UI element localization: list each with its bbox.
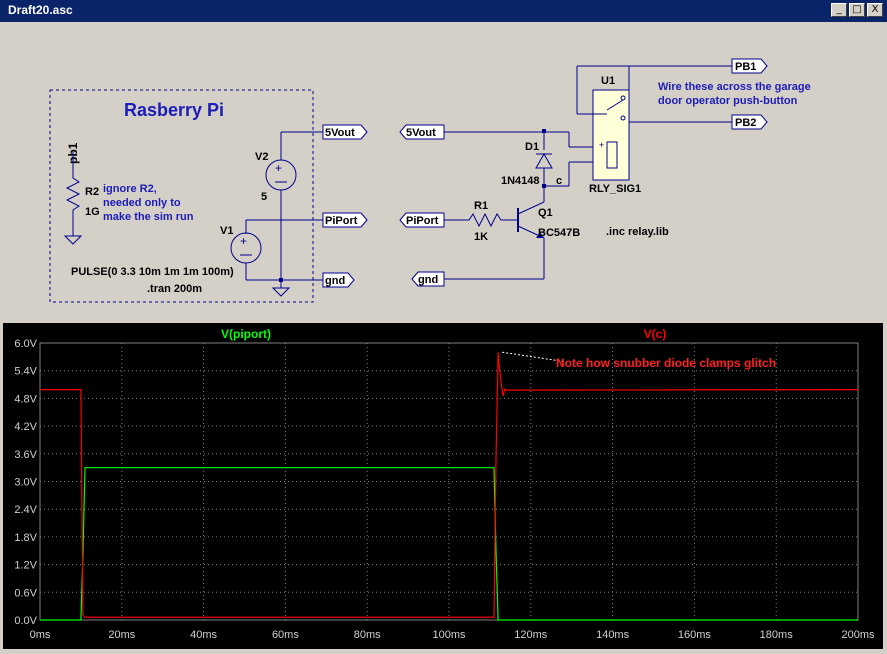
x-tick-label: 0ms <box>30 629 51 641</box>
y-tick-label: 0.0V <box>14 615 37 627</box>
svg-text:+: + <box>240 234 247 248</box>
relay-coil-icon <box>606 141 618 169</box>
x-tick-label: 40ms <box>190 629 217 641</box>
r2-note-line3: make the sim run <box>103 211 194 223</box>
svg-text:+: + <box>599 140 604 150</box>
net-gnd-left-label: gnd <box>325 275 345 287</box>
minimize-button[interactable]: _ <box>831 3 847 17</box>
r1-name: R1 <box>474 200 488 212</box>
inc-directive: .inc relay.lib <box>606 226 669 238</box>
net-piport-left-label: PiPort <box>325 215 358 227</box>
svg-text:+: + <box>275 161 282 175</box>
x-tick-label: 100ms <box>432 629 466 641</box>
x-tick-label: 20ms <box>108 629 135 641</box>
y-tick-label: 1.8V <box>14 532 37 544</box>
node-c-label: c <box>556 175 562 187</box>
y-tick-label: 2.4V <box>14 504 37 516</box>
net-5vout-left-label: 5Vout <box>325 127 355 139</box>
r1-resistor[interactable] <box>465 212 515 228</box>
title-bar[interactable]: Draft20.asc _ □ X <box>0 0 887 22</box>
y-tick-label: 1.2V <box>14 560 37 572</box>
d1-value: 1N4148 <box>501 175 540 187</box>
y-tick-label: 6.0V <box>14 338 37 350</box>
y-tick-label: 3.6V <box>14 449 37 461</box>
d1-diode[interactable] <box>535 152 553 169</box>
x-tick-label: 180ms <box>760 629 794 641</box>
r2-note-line2: needed only to <box>103 197 181 209</box>
relay-note-line1: Wire these across the garage <box>658 81 811 93</box>
y-tick-label: 4.2V <box>14 421 37 433</box>
x-tick-label: 60ms <box>272 629 299 641</box>
x-tick-label: 140ms <box>596 629 630 641</box>
q1-value: BC547B <box>538 227 580 239</box>
net-5vout-right-label: 5Vout <box>406 127 436 139</box>
series-line-0 <box>40 467 858 621</box>
u1-name: U1 <box>601 75 615 87</box>
r2-value: 1G <box>85 206 100 218</box>
net-pb2-label: PB2 <box>735 117 756 129</box>
v-ground-symbol <box>271 287 291 297</box>
schematic-editor[interactable]: Rasberry Pi pb1 R2 1G ignore R2, needed … <box>3 22 883 320</box>
u1-relay[interactable] <box>592 89 630 181</box>
u1-value: RLY_SIG1 <box>589 183 641 195</box>
v1-pulse: PULSE(0 3.3 10m 1m 1m 100m) <box>71 266 234 278</box>
pi-title: Rasberry Pi <box>124 100 224 120</box>
annotation-text: Note how snubber diode clamps glitch <box>556 356 776 370</box>
legend-entry-0: V(piport) <box>221 327 271 341</box>
x-tick-label: 200ms <box>841 629 875 641</box>
r2-resistor[interactable] <box>65 172 81 218</box>
tran-directive: .tran 200m <box>147 283 202 295</box>
net-gnd-left[interactable] <box>322 272 355 288</box>
series-line-1 <box>40 352 859 618</box>
net-pb2[interactable] <box>731 114 768 130</box>
net-pb1[interactable] <box>731 58 768 74</box>
relay-contact-icon <box>606 99 624 111</box>
r2-name: R2 <box>85 186 99 198</box>
raspberry-pi-box <box>49 89 314 303</box>
close-button[interactable]: X <box>867 3 883 17</box>
net-piport-right-label: PiPort <box>406 215 439 227</box>
waveform-viewer[interactable]: 0.0V 0.6V 1.2V 1.8V 2.4V 3.0V 3.6V 4.2V 4.8V 5.4V… <box>3 323 883 649</box>
waveform-chart[interactable]: 0.0V 0.6V 1.2V 1.8V 2.4V 3.0V 3.6V 4.2V 4.8V 5.4V… <box>3 323 883 649</box>
x-tick-label: 120ms <box>514 629 548 641</box>
net-5vout-left[interactable] <box>322 124 368 140</box>
r2-note-line1: ignore R2, <box>103 183 157 195</box>
net-piport-left[interactable] <box>322 212 368 228</box>
annotation-pointer <box>502 351 564 362</box>
v2-value: 5 <box>261 191 267 203</box>
maximize-button[interactable]: □ <box>849 3 865 17</box>
q1-collector <box>517 201 545 215</box>
net-pb1-label: PB1 <box>735 61 756 73</box>
y-tick-label: 5.4V <box>14 366 37 378</box>
v2-name: V2 <box>255 151 268 163</box>
net-gnd-right-label: gnd <box>418 274 438 286</box>
r2-ground-symbol <box>63 235 83 245</box>
x-tick-label: 160ms <box>678 629 712 641</box>
d1-name: D1 <box>525 141 539 153</box>
window-controls: _ □ X <box>831 3 883 17</box>
y-tick-label: 4.8V <box>14 393 37 405</box>
v1-name: V1 <box>220 225 233 237</box>
legend-entry-1: V(c) <box>644 327 667 341</box>
y-tick-label: 0.6V <box>14 587 37 599</box>
window-title: Draft20.asc <box>8 3 73 17</box>
relay-note-line2: door operator push-button <box>658 95 798 107</box>
x-tick-label: 80ms <box>354 629 381 641</box>
r1-value: 1K <box>474 231 488 243</box>
q1-name: Q1 <box>538 207 553 219</box>
y-tick-label: 3.0V <box>14 477 37 489</box>
